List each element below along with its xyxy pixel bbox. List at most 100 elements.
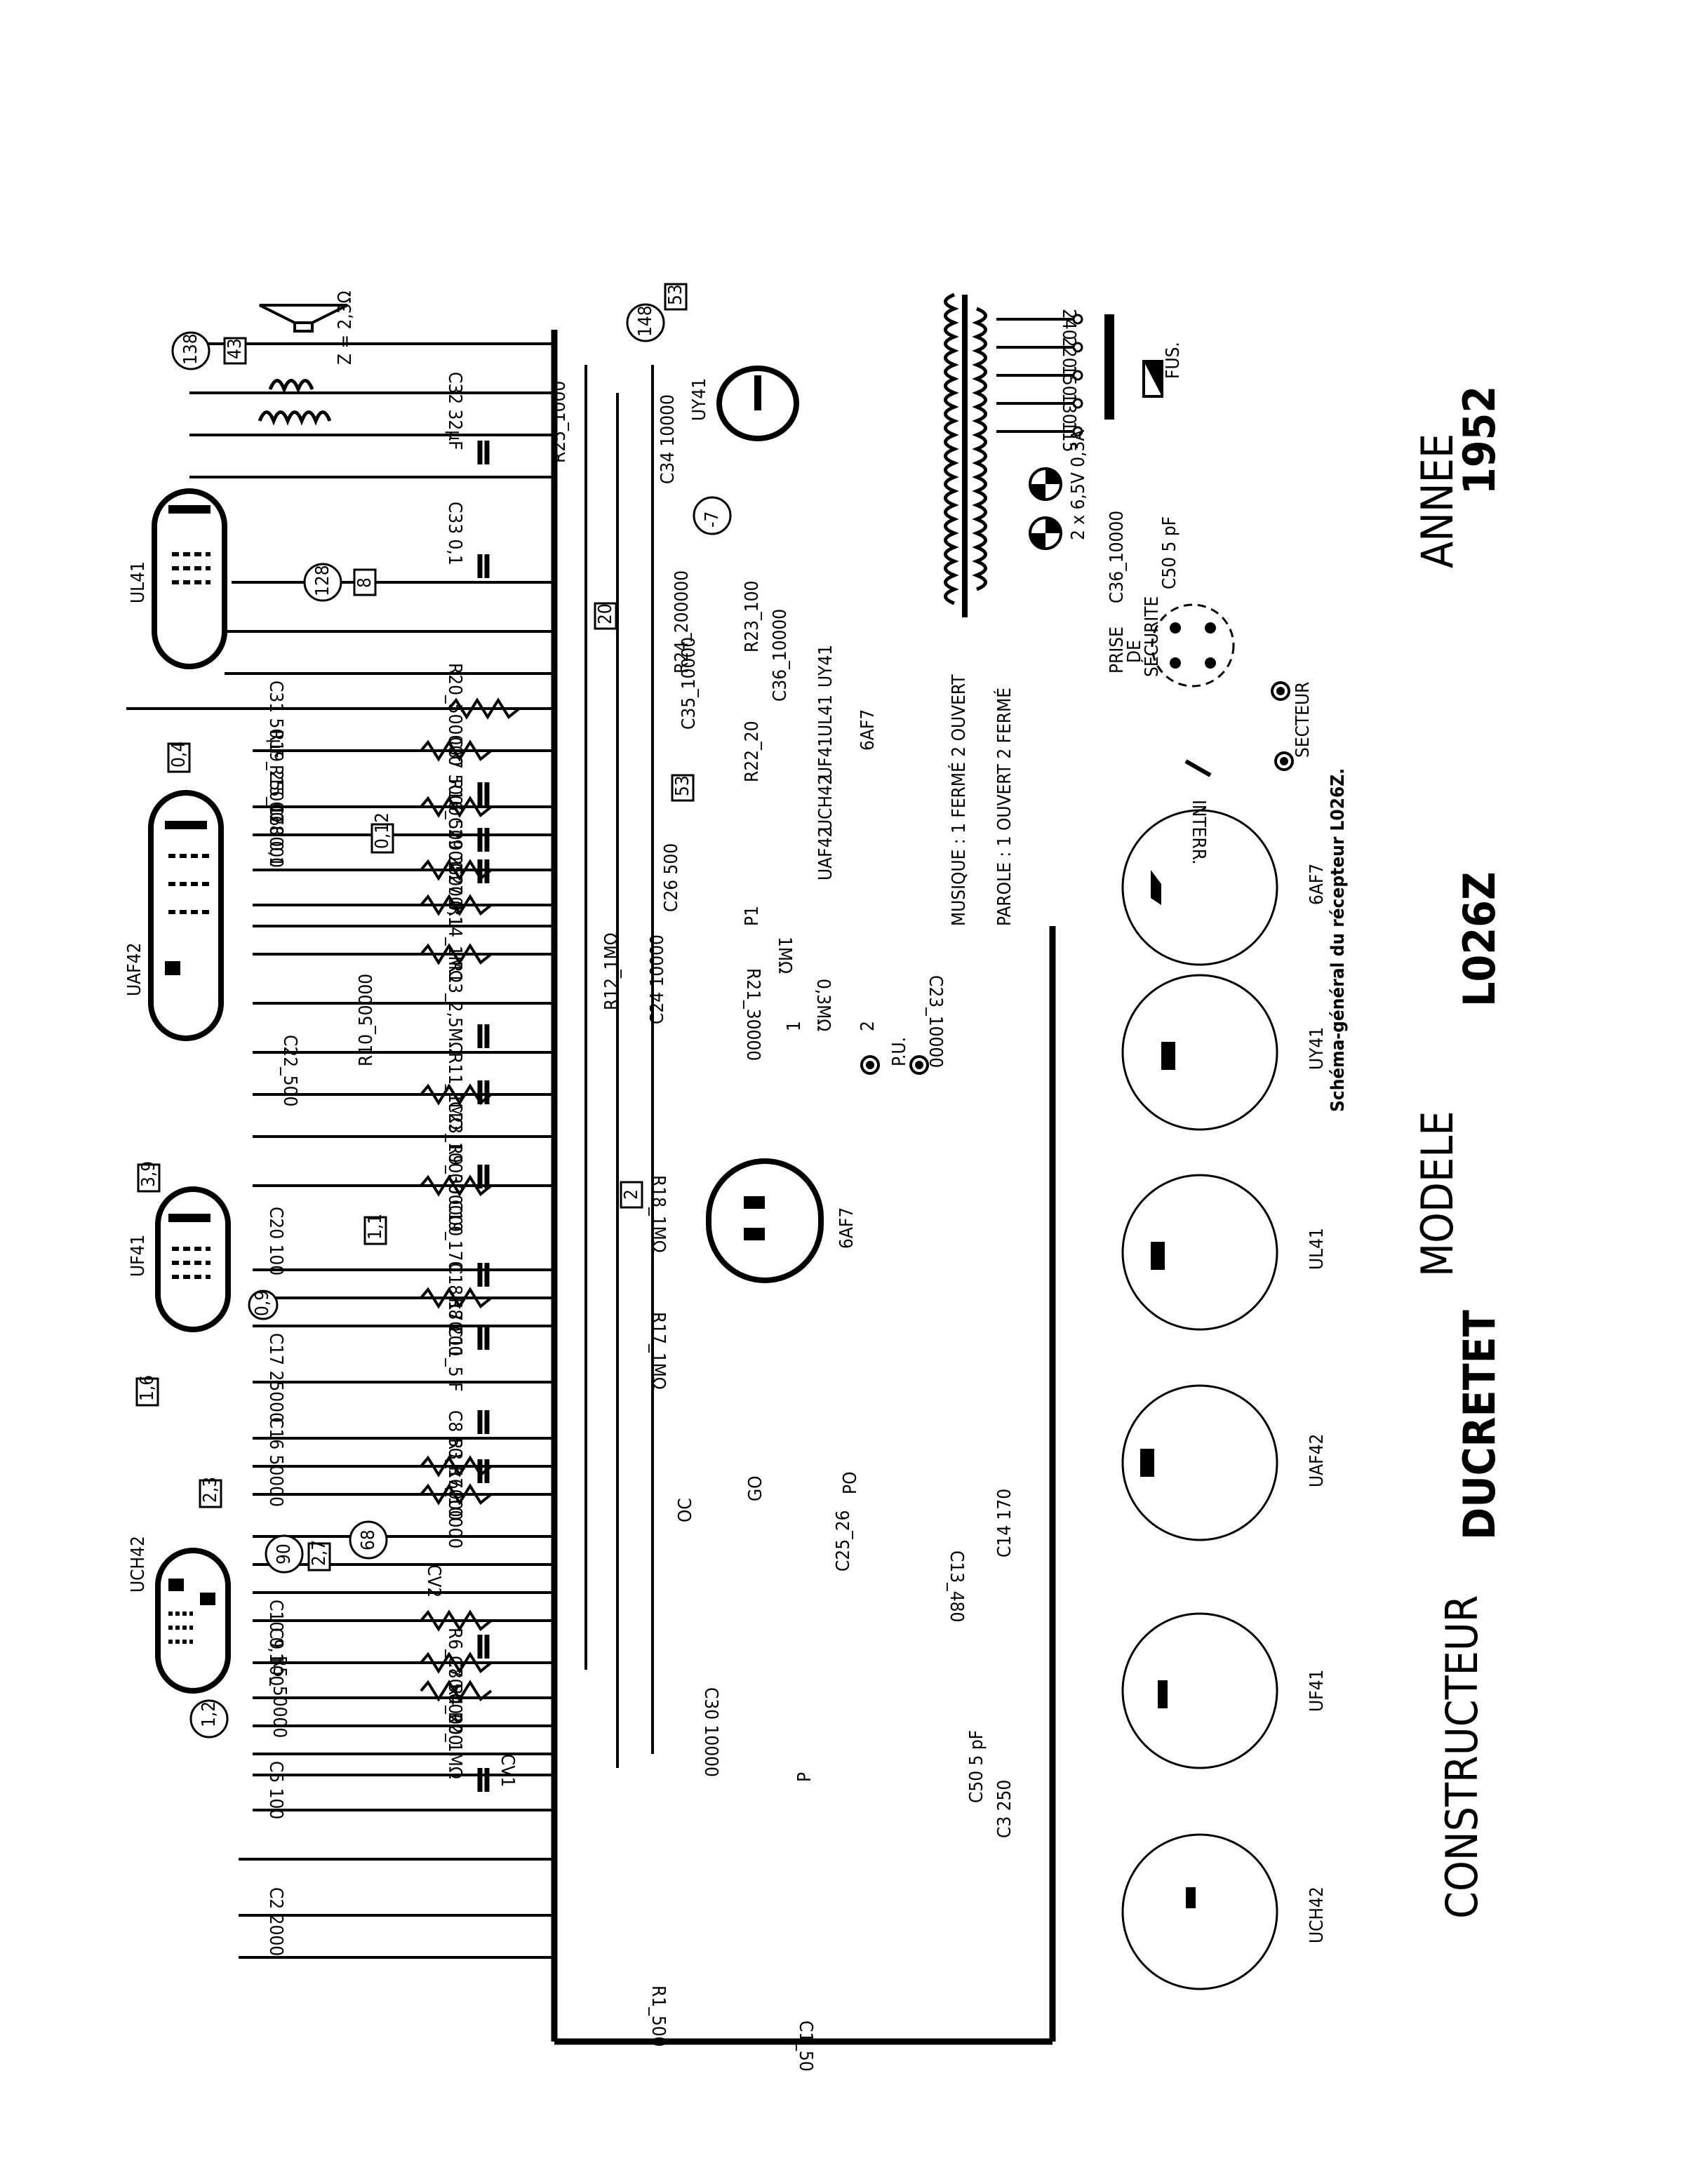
fuse-icon: FUS. — [1142, 342, 1184, 398]
svg-text:C35_10000: C35_10000 — [679, 637, 700, 730]
svg-text:1,1: 1,1 — [365, 1214, 386, 1240]
tube-UL41: UL41 — [128, 488, 227, 669]
svg-text:C14 170: C14 170 — [994, 1489, 1015, 1557]
tap-115: 115 — [1058, 421, 1079, 453]
svg-text:43: 43 — [225, 338, 246, 359]
svg-text:UF41: UF41 — [1307, 1670, 1328, 1712]
svg-text:CV2: CV2 — [423, 1565, 444, 1597]
svg-text:R16_50000: R16_50000 — [444, 779, 465, 871]
constructeur-value: DUCRETET — [1454, 1310, 1505, 1540]
svg-text:1,6: 1,6 — [137, 1375, 158, 1401]
svg-text:C11_5 F: C11_5 F — [444, 1326, 465, 1392]
svg-text:C20 100: C20 100 — [265, 1207, 286, 1275]
svg-text:53: 53 — [665, 284, 686, 305]
svg-text:PO: PO — [840, 1471, 861, 1494]
svg-text:C50 5 pF: C50 5 pF — [1159, 516, 1180, 589]
svg-text:C29 25000: C29 25000 — [444, 817, 465, 907]
svg-text:C23_10000: C23_10000 — [444, 1101, 465, 1194]
svg-text:R4_200: R4_200 — [444, 1684, 465, 1745]
voltage-selector-bar[interactable] — [1104, 314, 1114, 420]
tap-220: 220 — [1058, 337, 1079, 368]
svg-text:6AF7: 6AF7 — [1307, 864, 1328, 905]
svg-text:1,2: 1,2 — [199, 1701, 220, 1727]
tube-label-UY41: UY41 — [689, 378, 710, 421]
svg-text:C8 50: C8 50 — [444, 1410, 465, 1458]
tube-label-UL41: UL41 — [128, 561, 149, 603]
tube-label-UCH42: UCH42 — [128, 1536, 149, 1593]
svg-text:20: 20 — [595, 603, 616, 624]
pilot-lamp-spec: 2 x 6,5V 0,3A — [1068, 430, 1089, 540]
svg-text:R5_50000: R5_50000 — [269, 1656, 290, 1738]
svg-text:UAF42: UAF42 — [815, 827, 836, 880]
svg-text:R23_100: R23_100 — [742, 581, 763, 652]
tube-UAF42: UAF42 — [124, 790, 224, 1041]
resistor-symbols — [420, 697, 521, 1702]
tone-switch-pos2[interactable]: 2 — [857, 1021, 878, 1031]
svg-text:R9_300000: R9_300000 — [444, 1144, 465, 1236]
component-labels: C32 32µF C33 0,1 R25_1000 R20_500000 C31… — [265, 372, 1180, 2072]
svg-text:C33 0,1: C33 0,1 — [444, 502, 465, 565]
svg-text:-7: -7 — [702, 511, 723, 528]
tube-UCH42: UCH42 — [128, 1536, 231, 1694]
svg-text:R1_500: R1_500 — [648, 1985, 669, 2046]
svg-text:C25_26: C25_26 — [833, 1510, 854, 1572]
svg-text:2,3: 2,3 — [200, 1477, 221, 1503]
socket-diagrams: UCH42 UF41 UAF42 UL41 UY41 6AF7 — [1121, 809, 1328, 1990]
svg-text:R14_1MΩ: R14_1MΩ — [444, 905, 465, 983]
svg-text:53: 53 — [672, 775, 693, 796]
capacitor-symbols — [477, 441, 490, 1792]
svg-text:C36_10000: C36_10000 — [770, 609, 791, 702]
tube-label-UF41: UF41 — [128, 1235, 149, 1277]
svg-text:UY41: UY41 — [1307, 1027, 1328, 1070]
svg-text:C17 25000: C17 25000 — [265, 1333, 286, 1423]
svg-text:R11_1MΩ: R11_1MΩ — [444, 1052, 465, 1130]
svg-text:C22_500: C22_500 — [279, 1035, 300, 1106]
power-switch[interactable]: INTERR. — [1184, 759, 1212, 864]
svg-text:R25_1000: R25_1000 — [549, 381, 570, 463]
tone-note-musique: MUSIQUE : 1 FERMÉ 2 OUVERT — [947, 674, 970, 926]
svg-text:C13_480: C13_480 — [946, 1550, 967, 1622]
tube-6AF7: 6AF7 — [706, 1158, 857, 1283]
svg-text:0,9: 0,9 — [252, 1290, 273, 1316]
tap-130: 130 — [1058, 393, 1079, 424]
svg-text:C27 0,1: C27 0,1 — [444, 863, 465, 927]
socket-UAF42: UAF42 — [1121, 1384, 1328, 1541]
svg-text:UCH42: UCH42 — [1307, 1887, 1328, 1943]
socket-UCH42: UCH42 — [1121, 1833, 1328, 1990]
mains-taps: 240 220 150 130 115 — [996, 309, 1083, 453]
svg-text:R19_25000: R19_25000 — [265, 730, 286, 822]
svg-text:R22_20: R22_20 — [742, 721, 763, 782]
fuse-label: FUS. — [1163, 342, 1184, 379]
svg-text:C24 10000: C24 10000 — [647, 934, 668, 1024]
svg-text:C5 100: C5 100 — [265, 1761, 286, 1819]
svg-text:C31 50µF: C31 50µF — [265, 681, 286, 759]
tap-240: 240 — [1058, 309, 1079, 340]
svg-text:C10 0,1: C10 0,1 — [265, 1600, 286, 1663]
svg-text:R3_16000: R3_16000 — [444, 1438, 465, 1520]
svg-text:68: 68 — [358, 1529, 379, 1550]
svg-text:R10_50000: R10_50000 — [356, 974, 377, 1066]
svg-text:C18 170: C18 170 — [444, 1263, 465, 1332]
svg-text:R6_180: R6_180 — [444, 1628, 465, 1689]
socket-UY41: UY41 — [1121, 974, 1328, 1131]
speaker-icon: Z = 2,3Ω — [259, 290, 356, 365]
svg-text:R20_500000: R20_500000 — [444, 663, 465, 766]
tone-note-parole: PAROLE : 1 OUVERT 2 FERMÉ — [993, 688, 1015, 926]
tube-label-6AF7: 6AF7 — [836, 1207, 857, 1249]
svg-text:R24_200000: R24_200000 — [671, 570, 693, 674]
svg-text:GO: GO — [745, 1475, 766, 1501]
svg-text:C3 250: C3 250 — [994, 1780, 1015, 1838]
svg-text:2,7: 2,7 — [309, 1540, 330, 1566]
svg-text:C23_10000: C23_10000 — [925, 975, 946, 1068]
tone-switch-pos1[interactable]: 1 — [784, 1021, 805, 1031]
svg-text:UF41: UF41 — [815, 737, 836, 779]
svg-text:128: 128 — [312, 565, 333, 596]
svg-text:0,4: 0,4 — [168, 742, 189, 768]
tube-label-UAF42: UAF42 — [124, 943, 145, 996]
svg-text:0,3MΩ: 0,3MΩ — [813, 979, 834, 1031]
svg-text:P1: P1 — [742, 906, 763, 926]
socket-UL41: UL41 — [1121, 1174, 1328, 1331]
coil-labels: OC GO PO P — [675, 1471, 861, 1782]
svg-text:OC: OC — [675, 1498, 696, 1522]
